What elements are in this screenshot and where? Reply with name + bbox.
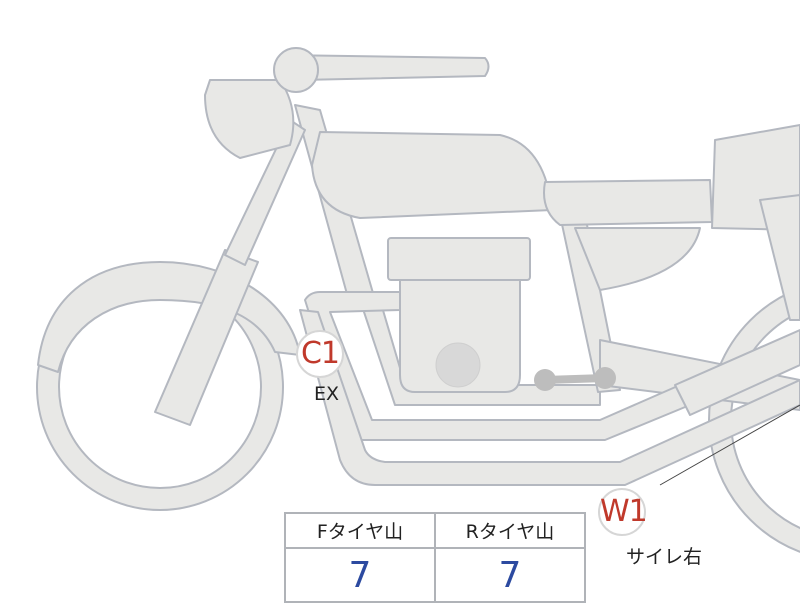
value-front-tire: 7: [284, 547, 436, 603]
header-rear-tire: Rタイヤ山: [434, 512, 586, 549]
marker-w1[interactable]: W1: [598, 488, 648, 536]
headlight: [204, 79, 295, 159]
engine-block: [399, 279, 521, 393]
engine-cover: [435, 342, 481, 388]
header-front-tire: Fタイヤ山: [284, 512, 436, 549]
marker-c1-label: EX: [314, 383, 340, 405]
seat: [543, 179, 713, 226]
handlebar: [279, 54, 490, 81]
engine-head: [387, 237, 531, 281]
marker-c1[interactable]: C1: [296, 330, 344, 378]
marker-w1-label: サイレ右: [626, 546, 703, 568]
fuel-tank: [311, 131, 553, 219]
value-rear-tire: 7: [434, 547, 586, 603]
footpeg: [534, 367, 616, 391]
leader-line: [659, 404, 800, 486]
tire-tread-table: Fタイヤ山 Rタイヤ山 7 7: [284, 512, 586, 603]
